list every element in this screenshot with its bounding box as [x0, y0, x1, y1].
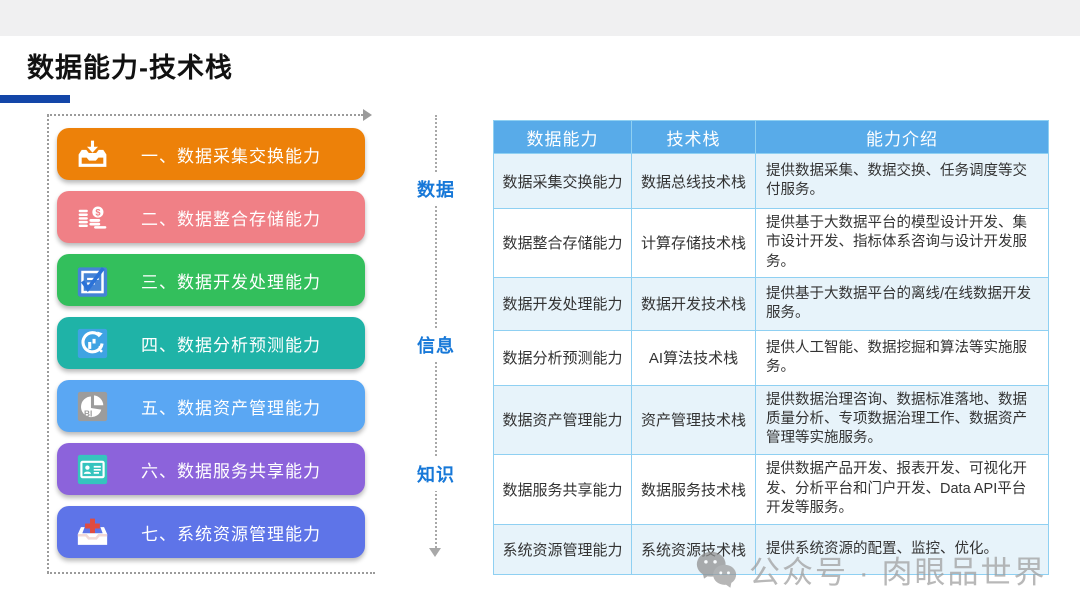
cell-capability: 数据资产管理能力 — [493, 384, 632, 455]
column-header-capability: 数据能力 — [493, 120, 632, 154]
panel-dotted-border-bottom — [47, 572, 375, 574]
cell-stack: 计算存储技术栈 — [631, 208, 756, 278]
capability-label: 六、数据服务共享能力 — [141, 461, 321, 481]
panel-dotted-border-top — [47, 114, 363, 116]
column-header-intro: 能力介绍 — [755, 120, 1049, 154]
cell-description: 提供人工智能、数据挖掘和算法等实施服务。 — [755, 329, 1049, 386]
flow-label-knowledge: 知识 — [415, 457, 457, 491]
table-row: 数据服务共享能力 数据服务技术栈 提供数据产品开发、报表开发、可视化开发、分析平… — [493, 453, 1049, 525]
cycle-chart-icon — [74, 325, 111, 362]
capability-button-data-development[interactable]: 三、数据开发处理能力 — [57, 254, 365, 306]
cell-capability: 数据服务共享能力 — [493, 453, 632, 525]
cell-stack: 资产管理技术栈 — [631, 384, 756, 455]
cell-capability: 系统资源管理能力 — [493, 523, 632, 575]
capability-label: 三、数据开发处理能力 — [141, 272, 321, 292]
watermark-text: 公众号 · 肉眼品世界 — [749, 554, 1047, 590]
page-title: 数据能力-技术栈 — [27, 53, 233, 83]
table-row: 数据采集交换能力 数据总线技术栈 提供数据采集、数据交换、任务调度等交付服务。 — [493, 153, 1049, 209]
table-row: 系统资源管理能力 系统资源技术栈 提供系统资源的配置、监控、优化。 — [493, 523, 1049, 575]
capability-button-system-resource[interactable]: 七、系统资源管理能力 — [57, 506, 365, 558]
cell-description: 提供数据治理咨询、数据标准落地、数据质量分析、专项数据治理工作、数据资产管理等实… — [755, 384, 1049, 455]
cell-capability: 数据开发处理能力 — [493, 276, 632, 331]
svg-text:$: $ — [95, 207, 101, 217]
flow-label-data: 数据 — [415, 172, 457, 206]
flow-label-information: 信息 — [415, 328, 457, 362]
cell-stack: AI算法技术栈 — [631, 329, 756, 386]
cell-description: 提供数据产品开发、报表开发、可视化开发、分析平台和门户开发、Data API平台… — [755, 453, 1049, 525]
capability-button-data-analysis[interactable]: 四、数据分析预测能力 — [57, 317, 365, 369]
cell-description: 提供基于大数据平台的模型设计开发、集市设计开发、指标体系咨询与设计开发服务。 — [755, 208, 1049, 278]
medical-tray-icon — [74, 514, 111, 551]
capability-label: 五、数据资产管理能力 — [141, 398, 321, 418]
capability-label: 七、系统资源管理能力 — [141, 524, 321, 544]
table-row: 数据整合存储能力 计算存储技术栈 提供基于大数据平台的模型设计开发、集市设计开发… — [493, 208, 1049, 278]
title-accent-bar — [0, 95, 70, 103]
capability-label: 四、数据分析预测能力 — [141, 335, 321, 355]
capability-button-data-collection[interactable]: 一、数据采集交换能力 — [57, 128, 365, 180]
id-card-icon — [74, 451, 111, 488]
cell-stack: 数据服务技术栈 — [631, 453, 756, 525]
cell-stack: 数据开发技术栈 — [631, 276, 756, 331]
form-check-icon — [74, 262, 111, 299]
cell-stack: 数据总线技术栈 — [631, 153, 756, 209]
capability-list: 一、数据采集交换能力 $ — [57, 128, 365, 558]
capability-button-data-storage[interactable]: $ 二、数据整合存储能力 — [57, 191, 365, 243]
bi-icon-text: BI — [84, 408, 92, 418]
down-arrow-icon — [429, 548, 441, 557]
capability-label: 二、数据整合存储能力 — [141, 209, 321, 229]
cell-description: 提供数据采集、数据交换、任务调度等交付服务。 — [755, 153, 1049, 209]
capability-button-data-asset[interactable]: BI 五、数据资产管理能力 — [57, 380, 365, 432]
bi-pie-icon: BI — [74, 388, 111, 425]
capability-button-data-service[interactable]: 六、数据服务共享能力 — [57, 443, 365, 495]
table-row: 数据资产管理能力 资产管理技术栈 提供数据治理咨询、数据标准落地、数据质量分析、… — [493, 384, 1049, 455]
top-gray-band — [0, 0, 1080, 36]
tech-stack-table: 数据能力 技术栈 能力介绍 数据采集交换能力 数据总线技术栈 提供数据采集、数据… — [493, 120, 1049, 575]
watermark: 公众号 · 肉眼品世界 — [693, 546, 1047, 592]
table-row: 数据开发处理能力 数据开发技术栈 提供基于大数据平台的离线/在线数据开发服务。 — [493, 276, 1049, 331]
cell-description: 提供系统资源的配置、监控、优化。 — [755, 523, 1049, 575]
cell-capability: 数据整合存储能力 — [493, 208, 632, 278]
wechat-icon — [696, 551, 737, 588]
inbox-download-icon — [74, 136, 111, 173]
right-arrow-icon — [363, 109, 372, 121]
column-header-stack: 技术栈 — [631, 120, 756, 154]
cell-stack: 系统资源技术栈 — [631, 523, 756, 575]
cell-capability: 数据采集交换能力 — [493, 153, 632, 209]
cell-capability: 数据分析预测能力 — [493, 329, 632, 386]
capability-label: 一、数据采集交换能力 — [141, 146, 321, 166]
panel-dotted-border-left — [47, 115, 49, 573]
cell-description: 提供基于大数据平台的离线/在线数据开发服务。 — [755, 276, 1049, 331]
table-row: 数据分析预测能力 AI算法技术栈 提供人工智能、数据挖掘和算法等实施服务。 — [493, 329, 1049, 386]
coins-icon: $ — [74, 199, 111, 236]
table-header-row: 数据能力 技术栈 能力介绍 — [493, 120, 1049, 154]
